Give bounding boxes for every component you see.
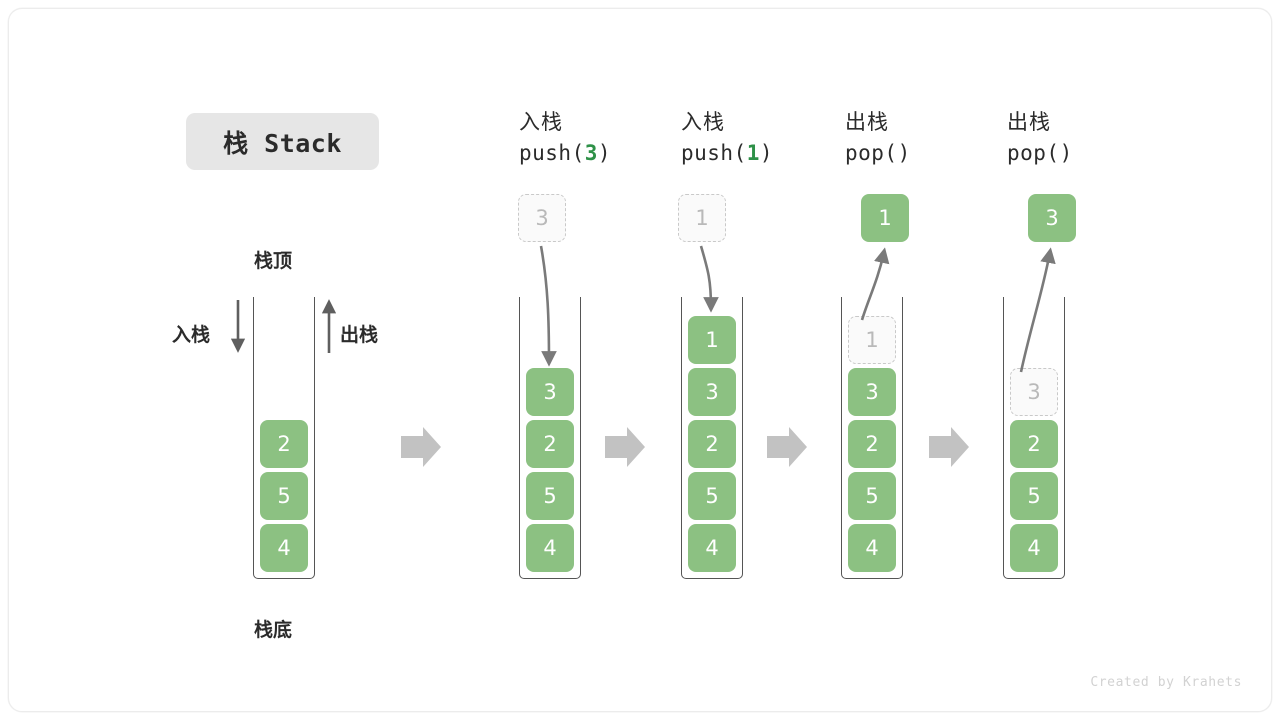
stack-cell: 2 (526, 420, 574, 468)
title-badge-label: 栈 Stack (223, 128, 342, 158)
heading-code: push(1) (681, 137, 773, 169)
stack-cell: 3 (848, 368, 896, 416)
column-heading-push-1: 入栈 push(1) (681, 107, 773, 169)
stack-column-push-1: 4 5 2 3 1 (681, 297, 743, 579)
stack-cell: 4 (688, 524, 736, 572)
floating-value-pop-3: 3 (1028, 194, 1076, 242)
column-wall-left (253, 297, 254, 573)
heading-cn: 出栈 (1007, 110, 1051, 134)
stack-cells: 4 5 2 3 1 (848, 312, 896, 572)
stack-column-initial: 4 5 2 (253, 297, 315, 579)
heading-code: pop() (845, 137, 911, 169)
floating-value-pop-1: 1 (861, 194, 909, 242)
stack-top-label: 栈顶 (254, 250, 293, 272)
code-prefix: pop( (845, 141, 898, 165)
stack-cell: 2 (688, 420, 736, 468)
column-wall-bottom (841, 572, 903, 579)
stack-cells: 4 5 2 3 (1010, 364, 1058, 572)
code-prefix: push( (519, 141, 585, 165)
stack-cell: 4 (1010, 524, 1058, 572)
column-wall-left (681, 297, 682, 573)
stack-cells: 4 5 2 3 1 (688, 312, 736, 572)
stack-bottom-label: 栈底 (254, 619, 293, 641)
code-suffix: ) (759, 141, 774, 165)
column-wall-bottom (681, 572, 743, 579)
column-wall-right (314, 297, 315, 573)
heading-code: push(3) (519, 137, 611, 169)
column-wall-right (742, 297, 743, 573)
stack-cell: 4 (260, 524, 308, 572)
floating-value-push-1: 1 (678, 194, 726, 242)
stack-cell: 5 (260, 472, 308, 520)
stack-cell: 5 (526, 472, 574, 520)
stack-column-push-3: 4 5 2 3 (519, 297, 581, 579)
code-argument: 1 (746, 141, 760, 165)
stack-cell: 4 (526, 524, 574, 572)
stack-column-pop-1: 4 5 2 3 1 (841, 297, 903, 579)
code-prefix: pop( (1007, 141, 1060, 165)
heading-cn: 入栈 (519, 110, 563, 134)
stack-cell: 2 (260, 420, 308, 468)
stack-cell: 5 (688, 472, 736, 520)
stack-cell: 4 (848, 524, 896, 572)
stack-column-pop-3: 4 5 2 3 (1003, 297, 1065, 579)
credit-text: Created by Krahets (1090, 675, 1242, 690)
column-wall-bottom (253, 572, 315, 579)
stack-cell-removed: 3 (1010, 368, 1058, 416)
stack-cell: 5 (1010, 472, 1058, 520)
stack-cell: 2 (848, 420, 896, 468)
code-prefix: push( (681, 141, 747, 165)
column-wall-right (580, 297, 581, 573)
column-wall-right (902, 297, 903, 573)
stack-cells: 4 5 2 (260, 416, 308, 572)
stack-cell: 3 (526, 368, 574, 416)
push-direction-label: 入栈 (172, 324, 211, 346)
column-wall-bottom (519, 572, 581, 579)
column-wall-left (841, 297, 842, 573)
title-badge: 栈 Stack (186, 113, 379, 170)
stack-cell-removed: 1 (848, 316, 896, 364)
column-heading-pop-3: 出栈 pop() (1007, 107, 1073, 169)
column-wall-left (1003, 297, 1004, 573)
column-wall-right (1064, 297, 1065, 573)
stack-cell: 5 (848, 472, 896, 520)
heading-code: pop() (1007, 137, 1073, 169)
stack-cells: 4 5 2 3 (526, 364, 574, 572)
stack-cell: 1 (688, 316, 736, 364)
code-suffix: ) (597, 141, 612, 165)
floating-value-push-3: 3 (518, 194, 566, 242)
code-suffix: ) (1059, 141, 1073, 165)
pop-direction-label: 出栈 (340, 324, 379, 346)
heading-cn: 入栈 (681, 110, 725, 134)
code-suffix: ) (897, 141, 911, 165)
column-wall-left (519, 297, 520, 573)
column-heading-push-3: 入栈 push(3) (519, 107, 611, 169)
column-wall-bottom (1003, 572, 1065, 579)
stack-cell: 2 (1010, 420, 1058, 468)
column-heading-pop-1: 出栈 pop() (845, 107, 911, 169)
stack-cell: 3 (688, 368, 736, 416)
heading-cn: 出栈 (845, 110, 889, 134)
code-argument: 3 (584, 141, 598, 165)
